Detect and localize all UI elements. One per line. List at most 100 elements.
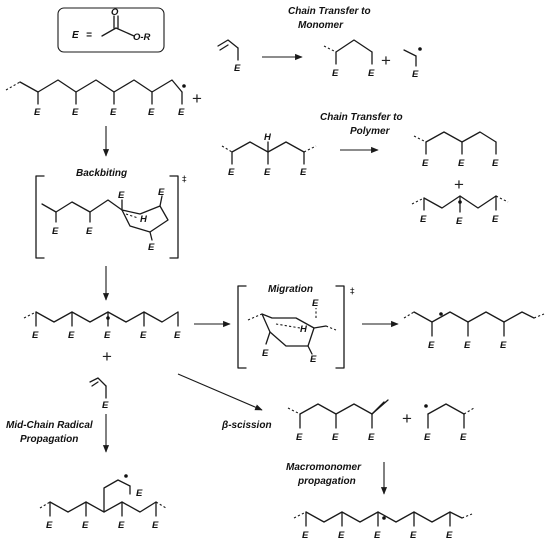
substituent-label: E [178, 107, 185, 118]
substituent-label: E [410, 530, 417, 541]
monomer-reactant: E [217, 39, 241, 74]
substituent-label: E [118, 520, 125, 531]
substituent-label: E [422, 158, 429, 169]
label-mid-chain-propagation: Mid-Chain Radical [6, 420, 93, 431]
radical-dot [439, 312, 443, 316]
terminated-chain-product: E E E [413, 131, 499, 169]
label-chain-transfer-monomer: Monomer [298, 20, 344, 31]
polymer-reactant: H E E E [221, 132, 317, 178]
substituent-label: E [234, 63, 241, 74]
substituent-label: E [368, 432, 375, 443]
substituent-label: E [32, 330, 39, 341]
substituent-label: E [296, 432, 303, 443]
substituent-label: E [34, 107, 41, 118]
substituent-label: E [110, 107, 117, 118]
substituent-label: E [428, 340, 435, 351]
substituent-label: E [332, 432, 339, 443]
substituent-label: E [420, 214, 427, 225]
substituent-label: E [136, 488, 143, 499]
double-dagger: ‡ [350, 287, 355, 297]
substituent-label: E [102, 400, 109, 411]
hydrogen-label: H [140, 214, 148, 225]
double-dagger: ‡ [182, 175, 187, 185]
substituent-label: E [412, 69, 419, 80]
radical-dot [418, 47, 422, 51]
legend-or-group: O-R [133, 32, 151, 43]
left-bracket [35, 175, 45, 259]
radical-dot [124, 474, 128, 478]
substituent-label: E [492, 214, 499, 225]
substituent-label: E [458, 158, 465, 169]
substituent-label: E [262, 348, 269, 359]
substituent-label: E [460, 432, 467, 443]
ester-legend: E = O O-R [57, 7, 165, 53]
plus-sign: + [381, 51, 391, 70]
reaction-arrow [177, 373, 263, 411]
substituent-label: E [104, 330, 111, 341]
plus-sign: + [402, 409, 412, 428]
substituent-label: E [152, 520, 159, 531]
label-mid-chain-propagation: Propagation [20, 434, 78, 445]
label-beta-scission: β-scission [221, 420, 272, 431]
substituent-label: E [464, 340, 471, 351]
legend-box [57, 7, 165, 53]
hydrogen-label: H [264, 132, 272, 143]
substituent-label: E [158, 187, 165, 198]
substituent-label: E [374, 530, 381, 541]
radical-dot [458, 200, 462, 204]
mid-chain-radical: E E E E E [23, 311, 181, 341]
substituent-label: E [300, 167, 307, 178]
substituent-label: E [302, 530, 309, 541]
substituent-label: E [456, 216, 463, 227]
radical-dot [382, 516, 386, 520]
substituent-label: E [332, 68, 339, 79]
substituent-label: E [338, 530, 345, 541]
dead-chain-product: E E [323, 39, 375, 79]
label-chain-transfer-polymer: Polymer [350, 126, 391, 137]
legend-equals: = [86, 30, 92, 41]
substituent-label: E [86, 226, 93, 237]
legend-e-symbol: E [72, 30, 79, 41]
substituent-label: E [312, 298, 319, 309]
substituent-label: E [500, 340, 507, 351]
legend-carbonyl-o: O [111, 7, 119, 18]
substituent-label: E [446, 530, 453, 541]
right-bracket [169, 175, 179, 259]
backbiting-transition-state: ‡ E E E E E H [35, 175, 187, 259]
substituent-label: E [52, 226, 59, 237]
radical-dot [106, 316, 110, 320]
substituent-label: E [148, 242, 155, 253]
monomer-radical-product: E [403, 47, 422, 80]
substituent-label: E [68, 330, 75, 341]
substituent-label: E [492, 158, 499, 169]
substituent-label: E [310, 354, 317, 365]
substituent-label: E [368, 68, 375, 79]
branched-product: E E E E E [39, 474, 167, 531]
short-radical-product: E E [424, 403, 475, 443]
radical-dot [424, 404, 428, 408]
substituent-label: E [140, 330, 147, 341]
substituent-label: E [46, 520, 53, 531]
label-chain-transfer-polymer: Chain Transfer to [320, 112, 403, 123]
substituent-label: E [148, 107, 155, 118]
substituent-label: E [174, 330, 181, 341]
macromonomer-propagation-product: E E E E E [293, 511, 473, 541]
substituent-label: E [264, 167, 271, 178]
label-backbiting: Backbiting [76, 168, 127, 179]
label-chain-transfer-monomer: Chain Transfer to [288, 6, 371, 17]
macromonomer-product: E E E [287, 399, 389, 443]
plus-sign: + [192, 89, 202, 108]
propagating-radical-chain: E E E E E [5, 79, 186, 118]
label-migration: Migration [268, 284, 313, 295]
label-macromonomer-propagation: propagation [297, 476, 356, 487]
plus-sign: + [454, 175, 464, 194]
label-macromonomer-propagation: Macromonomer [286, 462, 362, 473]
substituent-label: E [118, 190, 125, 201]
migrated-radical-product: E E E [403, 311, 545, 351]
substituent-label: E [72, 107, 79, 118]
substituent-label: E [82, 520, 89, 531]
mid-chain-radical-product: E E E [411, 195, 509, 227]
plus-sign: + [102, 347, 112, 366]
left-bracket [237, 285, 247, 369]
